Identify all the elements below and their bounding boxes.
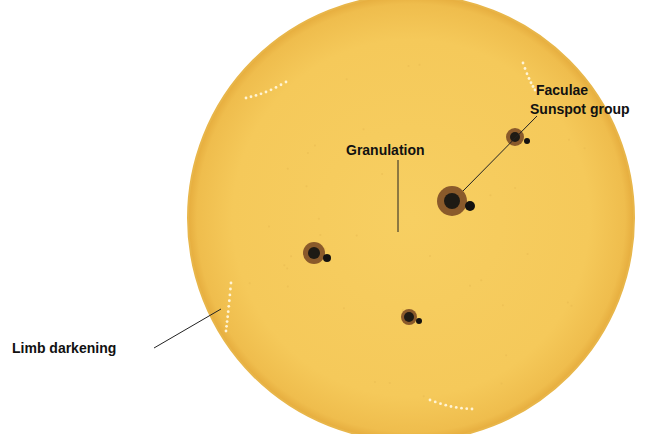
sunspot-label: Sunspot group — [530, 101, 630, 117]
limb-label: Limb darkening — [12, 340, 116, 356]
faculae-label: Faculae — [536, 82, 588, 98]
leader-lines — [154, 116, 537, 348]
solar-disk — [188, 0, 634, 434]
faculae — [225, 62, 537, 411]
granulation-label: Granulation — [346, 142, 425, 158]
